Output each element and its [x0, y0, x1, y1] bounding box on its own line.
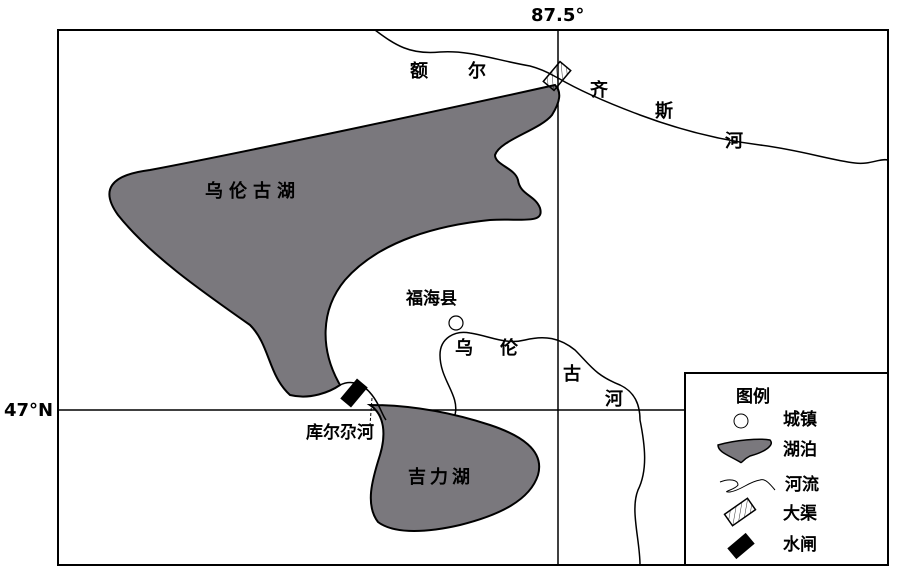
- kuerduo-branch: [369, 397, 373, 426]
- legend-title: 图例: [736, 387, 770, 407]
- irtysh-label-2: 尔: [468, 61, 486, 82]
- legend-lake-label: 湖泊: [783, 440, 817, 460]
- map-frame: [57, 29, 889, 566]
- ulungur-river: [439, 331, 646, 566]
- latitude-label: 47°N: [4, 400, 54, 421]
- irtysh-label-5: 河: [725, 131, 743, 152]
- ulungur-lake-label: 乌伦古湖: [205, 181, 301, 202]
- jili-lake-label: 吉力湖: [408, 467, 474, 488]
- irtysh-label-3: 齐: [590, 80, 608, 101]
- kuerduo-river: [339, 381, 387, 421]
- fuhai-label: 福海县: [406, 289, 457, 309]
- ulungur-river-label-4: 河: [605, 389, 623, 410]
- jili-lake: [366, 403, 541, 532]
- sluice-icon: [340, 378, 368, 408]
- legend-sluice-icon: [727, 532, 755, 560]
- legend-town-icon: [733, 413, 749, 429]
- ulungur-river-label-1: 乌: [455, 338, 473, 359]
- irtysh-label-4: 斯: [655, 101, 673, 122]
- ulungur-river-label-3: 古: [563, 364, 581, 385]
- legend-box: [684, 372, 889, 566]
- legend-sluice-label: 水闸: [783, 535, 817, 555]
- legend-lake-icon: [717, 438, 772, 464]
- town-marker-fuhai: [448, 315, 464, 331]
- ulungur-lake: [108, 83, 561, 398]
- legend-town-label: 城镇: [783, 410, 817, 430]
- legend-canal-icon: [723, 497, 757, 527]
- irtysh-label-1: 额: [410, 61, 428, 82]
- legend-river-icon: [719, 479, 776, 493]
- canal-icon: [542, 60, 572, 92]
- longitude-label: 87.5°: [531, 5, 585, 26]
- irtysh-river: [374, 29, 889, 165]
- legend-canal-label: 大渠: [783, 504, 817, 524]
- ulungur-river-label-2: 伦: [500, 338, 518, 359]
- legend-river-label: 河流: [785, 475, 819, 495]
- kuerduo-river-label: 库尔尕河: [306, 423, 374, 443]
